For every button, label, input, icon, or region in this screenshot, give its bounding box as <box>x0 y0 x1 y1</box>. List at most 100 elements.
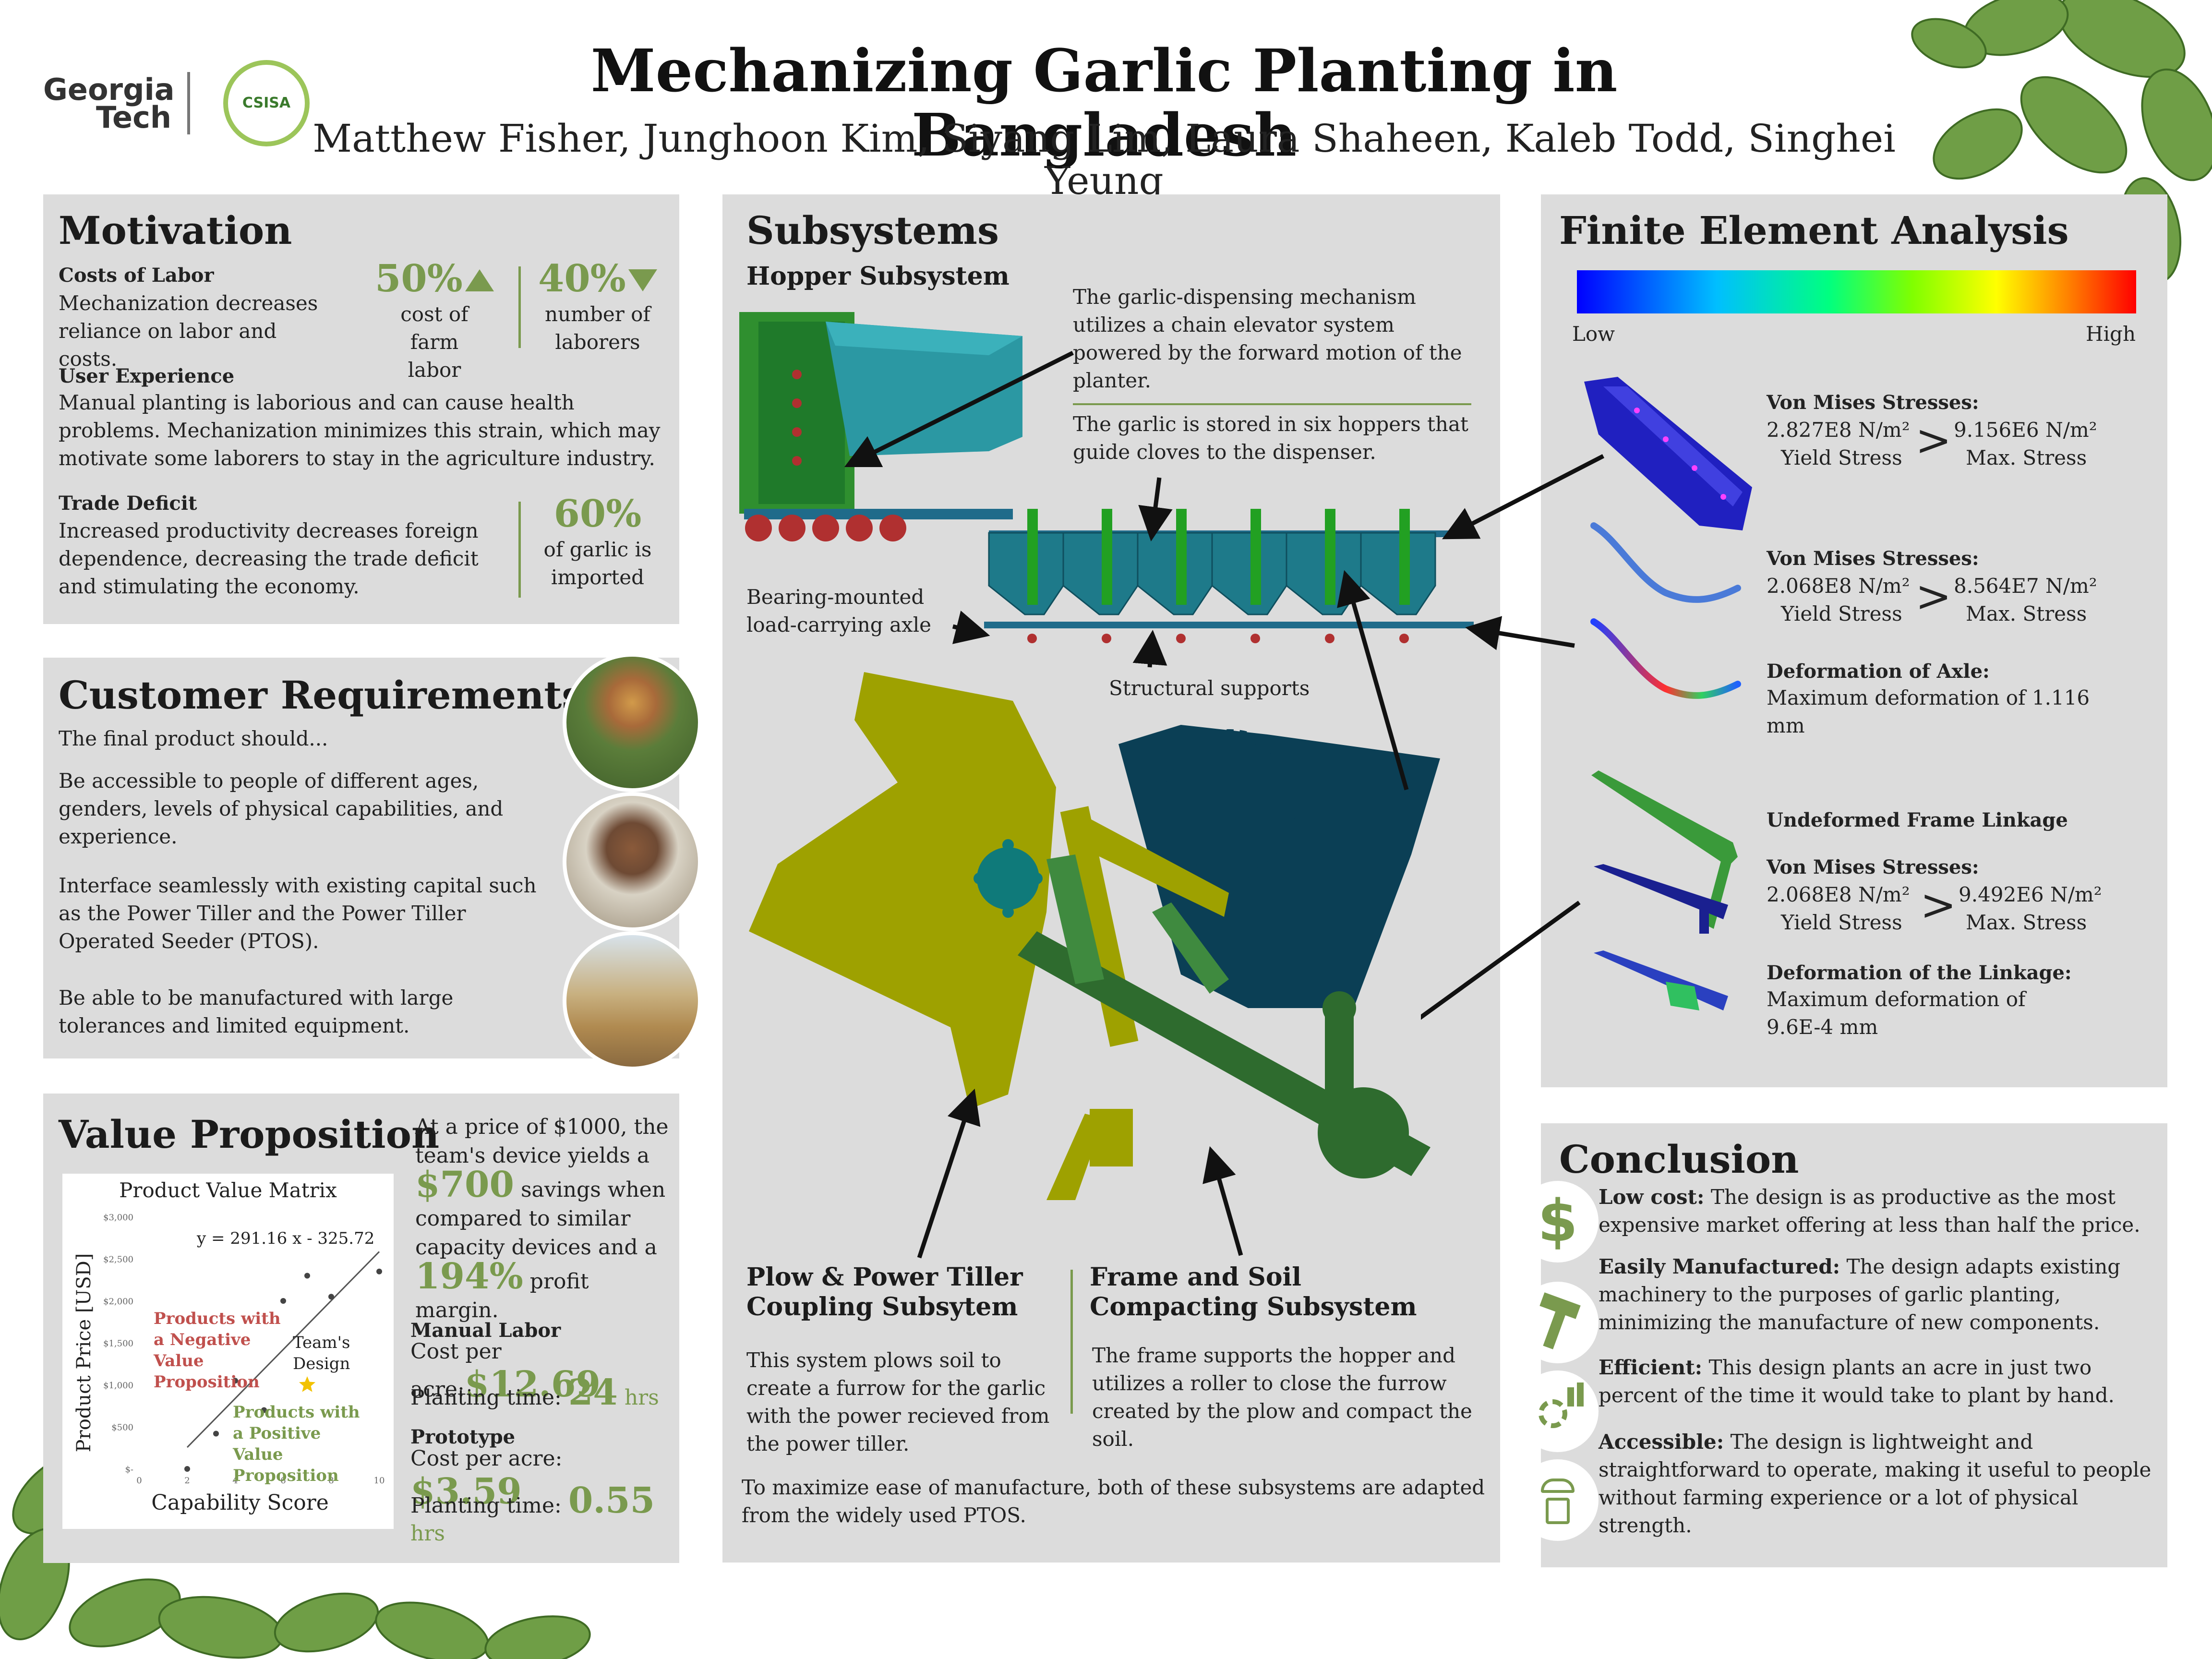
manual-cost-value: $12.69 <box>464 1364 601 1405</box>
proto-cost-value: $3.59 <box>410 1471 522 1512</box>
plow-text: This system plows soil to create a furro… <box>746 1348 1050 1455</box>
fea-r2-max-label: Max. Stress <box>1966 602 2087 625</box>
conclusion-item-2: Easily Manufactured: The design adapts e… <box>1599 1253 2155 1336</box>
axle-deformation-text: Maximum deformation of 1.116 mm <box>1767 686 2090 737</box>
trade-heading: Trade Deficit <box>59 492 197 515</box>
fea-linkage-image <box>1591 770 1738 1010</box>
y-tick-label: $2,000 <box>103 1297 133 1307</box>
fea-r3-gt: > <box>1920 880 1957 930</box>
y-tick-label: $- <box>125 1465 133 1475</box>
poster-authors: Matthew Fisher, Junghoon Kim, Siyang Lim… <box>313 116 1896 203</box>
fea-r3-vm-label: Von Mises Stresses: <box>1767 856 1979 878</box>
proto-time-row: Planting time: 0.55 hrs <box>410 1480 679 1546</box>
fea-r1-yield-label: Yield Stress <box>1781 446 1902 469</box>
stress-colorbar <box>1577 270 2136 313</box>
fea-r1-max-value: 9.156E6 N/m² <box>1954 418 2097 442</box>
leaves-top-right-decoration <box>1911 0 2212 284</box>
fea-title: Finite Element Analysis <box>1559 208 2069 253</box>
data-point <box>261 1407 267 1413</box>
y-tick-label: $3,000 <box>103 1213 133 1223</box>
value-text-c: profit margin. <box>415 1269 589 1322</box>
triangle-up-icon <box>465 269 494 291</box>
stat-laborers: 40% number of laborers <box>523 257 672 356</box>
poster-title: Mechanizing Garlic Planting in Banglades… <box>590 36 1618 170</box>
plow-heading: Plow & Power Tiller Coupling Subsytem <box>746 1262 1023 1322</box>
savings-value: $700 <box>415 1164 514 1205</box>
efficiency-gears-icon <box>1517 1370 1599 1452</box>
value-description: At a price of $1000, the team's device y… <box>415 1113 674 1325</box>
dollar-icon: $ <box>1517 1181 1599 1262</box>
customer-intro: The final product should... <box>59 727 328 750</box>
subsystem-arrows <box>844 350 1409 1259</box>
fea-arrows <box>1421 454 1605 1020</box>
requirement-1: Be accessible to people of different age… <box>59 769 504 848</box>
farmer-photo-man <box>563 792 702 931</box>
proto-cost-label: Cost per acre: <box>410 1446 563 1471</box>
fea-r2-vm-label: Von Mises Stresses: <box>1767 547 1979 570</box>
hopper-closeup-image <box>739 312 1022 541</box>
conclusion-item-3: Efficient: This design plants an acre in… <box>1599 1354 2155 1409</box>
hopper-text-2: The garlic is stored in six hoppers that… <box>1073 412 1468 464</box>
conclusion-4-text: The design is lightweight and straightfo… <box>1599 1430 2152 1537</box>
fea-r1-max-label: Max. Stress <box>1966 446 2087 469</box>
data-point <box>304 1273 310 1279</box>
fea-r3-max-label: Max. Stress <box>1966 911 2087 934</box>
x-tick-label: 4 <box>232 1476 238 1486</box>
fea-r2-gt: > <box>1915 571 1952 622</box>
annotation-negative: Products with a Negative Value Propositi… <box>154 1309 281 1392</box>
fea-r1-vm-label: Von Mises Stresses: <box>1767 391 1979 414</box>
stat-imported-value: 60% <box>553 492 642 536</box>
fea-axle-image <box>1590 522 1741 699</box>
georgia-tech-logo-line1: Georgia <box>43 72 175 107</box>
data-point <box>328 1294 334 1300</box>
csisa-logo: CSISA <box>223 60 310 146</box>
manual-labor-heading: Manual Labor <box>410 1319 561 1342</box>
manual-cost-row: Cost per acre:$12.69 <box>410 1339 679 1405</box>
hammer-icon <box>1517 1282 1599 1363</box>
data-point <box>184 1466 190 1472</box>
proto-cost-row: Cost per acre: $3.59 <box>410 1446 679 1512</box>
motivation-panel: Motivation Costs of Labor Mechanization … <box>43 194 679 624</box>
proto-time-value: 0.55 <box>568 1480 655 1521</box>
hopper-heading: Hopper Subsystem <box>746 262 1010 291</box>
linkage-deformation-heading: Deformation of the Linkage: <box>1767 962 2072 984</box>
fea-r1-gt: > <box>1915 415 1952 466</box>
colorbar-high-label: High <box>2086 322 2136 346</box>
product-value-chart: Product Value Matrix Capability Score Pr… <box>62 1174 394 1529</box>
conclusion-item-4: Accessible: The design is lightweight an… <box>1599 1428 2155 1539</box>
costs-heading: Costs of Labor <box>59 264 214 287</box>
value-text-a: At a price of $1000, the team's device y… <box>415 1115 669 1168</box>
manual-cost-label: Cost per acre: <box>410 1339 502 1402</box>
hopper-text-1: The garlic-dispensing mechanism utilizes… <box>1073 285 1462 392</box>
frame-heading: Frame and Soil Compacting Subsystem <box>1090 1262 1417 1322</box>
data-point <box>213 1431 219 1437</box>
manual-time-value: 24 <box>568 1372 618 1413</box>
subsystems-title: Subsystems <box>746 208 999 253</box>
y-tick-label: $2,500 <box>103 1255 133 1265</box>
requirement-2: Interface seamlessly with existing capit… <box>59 874 537 953</box>
annotation-team: Team's Design <box>293 1333 350 1373</box>
chart-title: Product Value Matrix <box>119 1178 337 1202</box>
prototype-heading: Prototype <box>410 1426 516 1448</box>
stat-imported-label: of garlic is imported <box>543 538 652 589</box>
fea-panel: Finite Element Analysis Low High Von Mis… <box>1541 194 2167 1087</box>
planter-side-view-image <box>749 672 1440 1200</box>
fea-r3-max-value: 9.492E6 N/m² <box>1959 883 2102 906</box>
proto-time-unit: hrs <box>410 1521 445 1546</box>
conclusion-1-text: The design is as productive as the most … <box>1599 1185 2140 1237</box>
fea-r3-yield-label: Yield Stress <box>1781 911 1902 934</box>
conclusion-4-head: Accessible: <box>1599 1430 1724 1454</box>
conclusion-item-1: Low cost: The design is as productive as… <box>1599 1183 2155 1239</box>
costs-text: Mechanization decreases reliance on labo… <box>59 291 318 371</box>
ux-heading: User Experience <box>59 365 235 387</box>
frame-text: The frame supports the hopper and utiliz… <box>1092 1344 1472 1451</box>
motivation-title: Motivation <box>59 208 292 253</box>
conclusion-panel: Conclusion $ Low cost: The design is as … <box>1517 1123 2167 1567</box>
stat-laborers-value: 40% <box>538 257 626 301</box>
stat-labor-cost: 50% cost of farm labor <box>355 257 514 384</box>
data-point <box>232 1378 238 1384</box>
fea-r3-yield-value: 2.068E8 N/m² <box>1767 883 1910 906</box>
fea-r2-max-value: 8.564E7 N/m² <box>1954 574 2097 598</box>
axle-label: Bearing-mounted load-carrying axle <box>746 585 932 637</box>
farmer-wheat-icon <box>1517 1459 1599 1541</box>
